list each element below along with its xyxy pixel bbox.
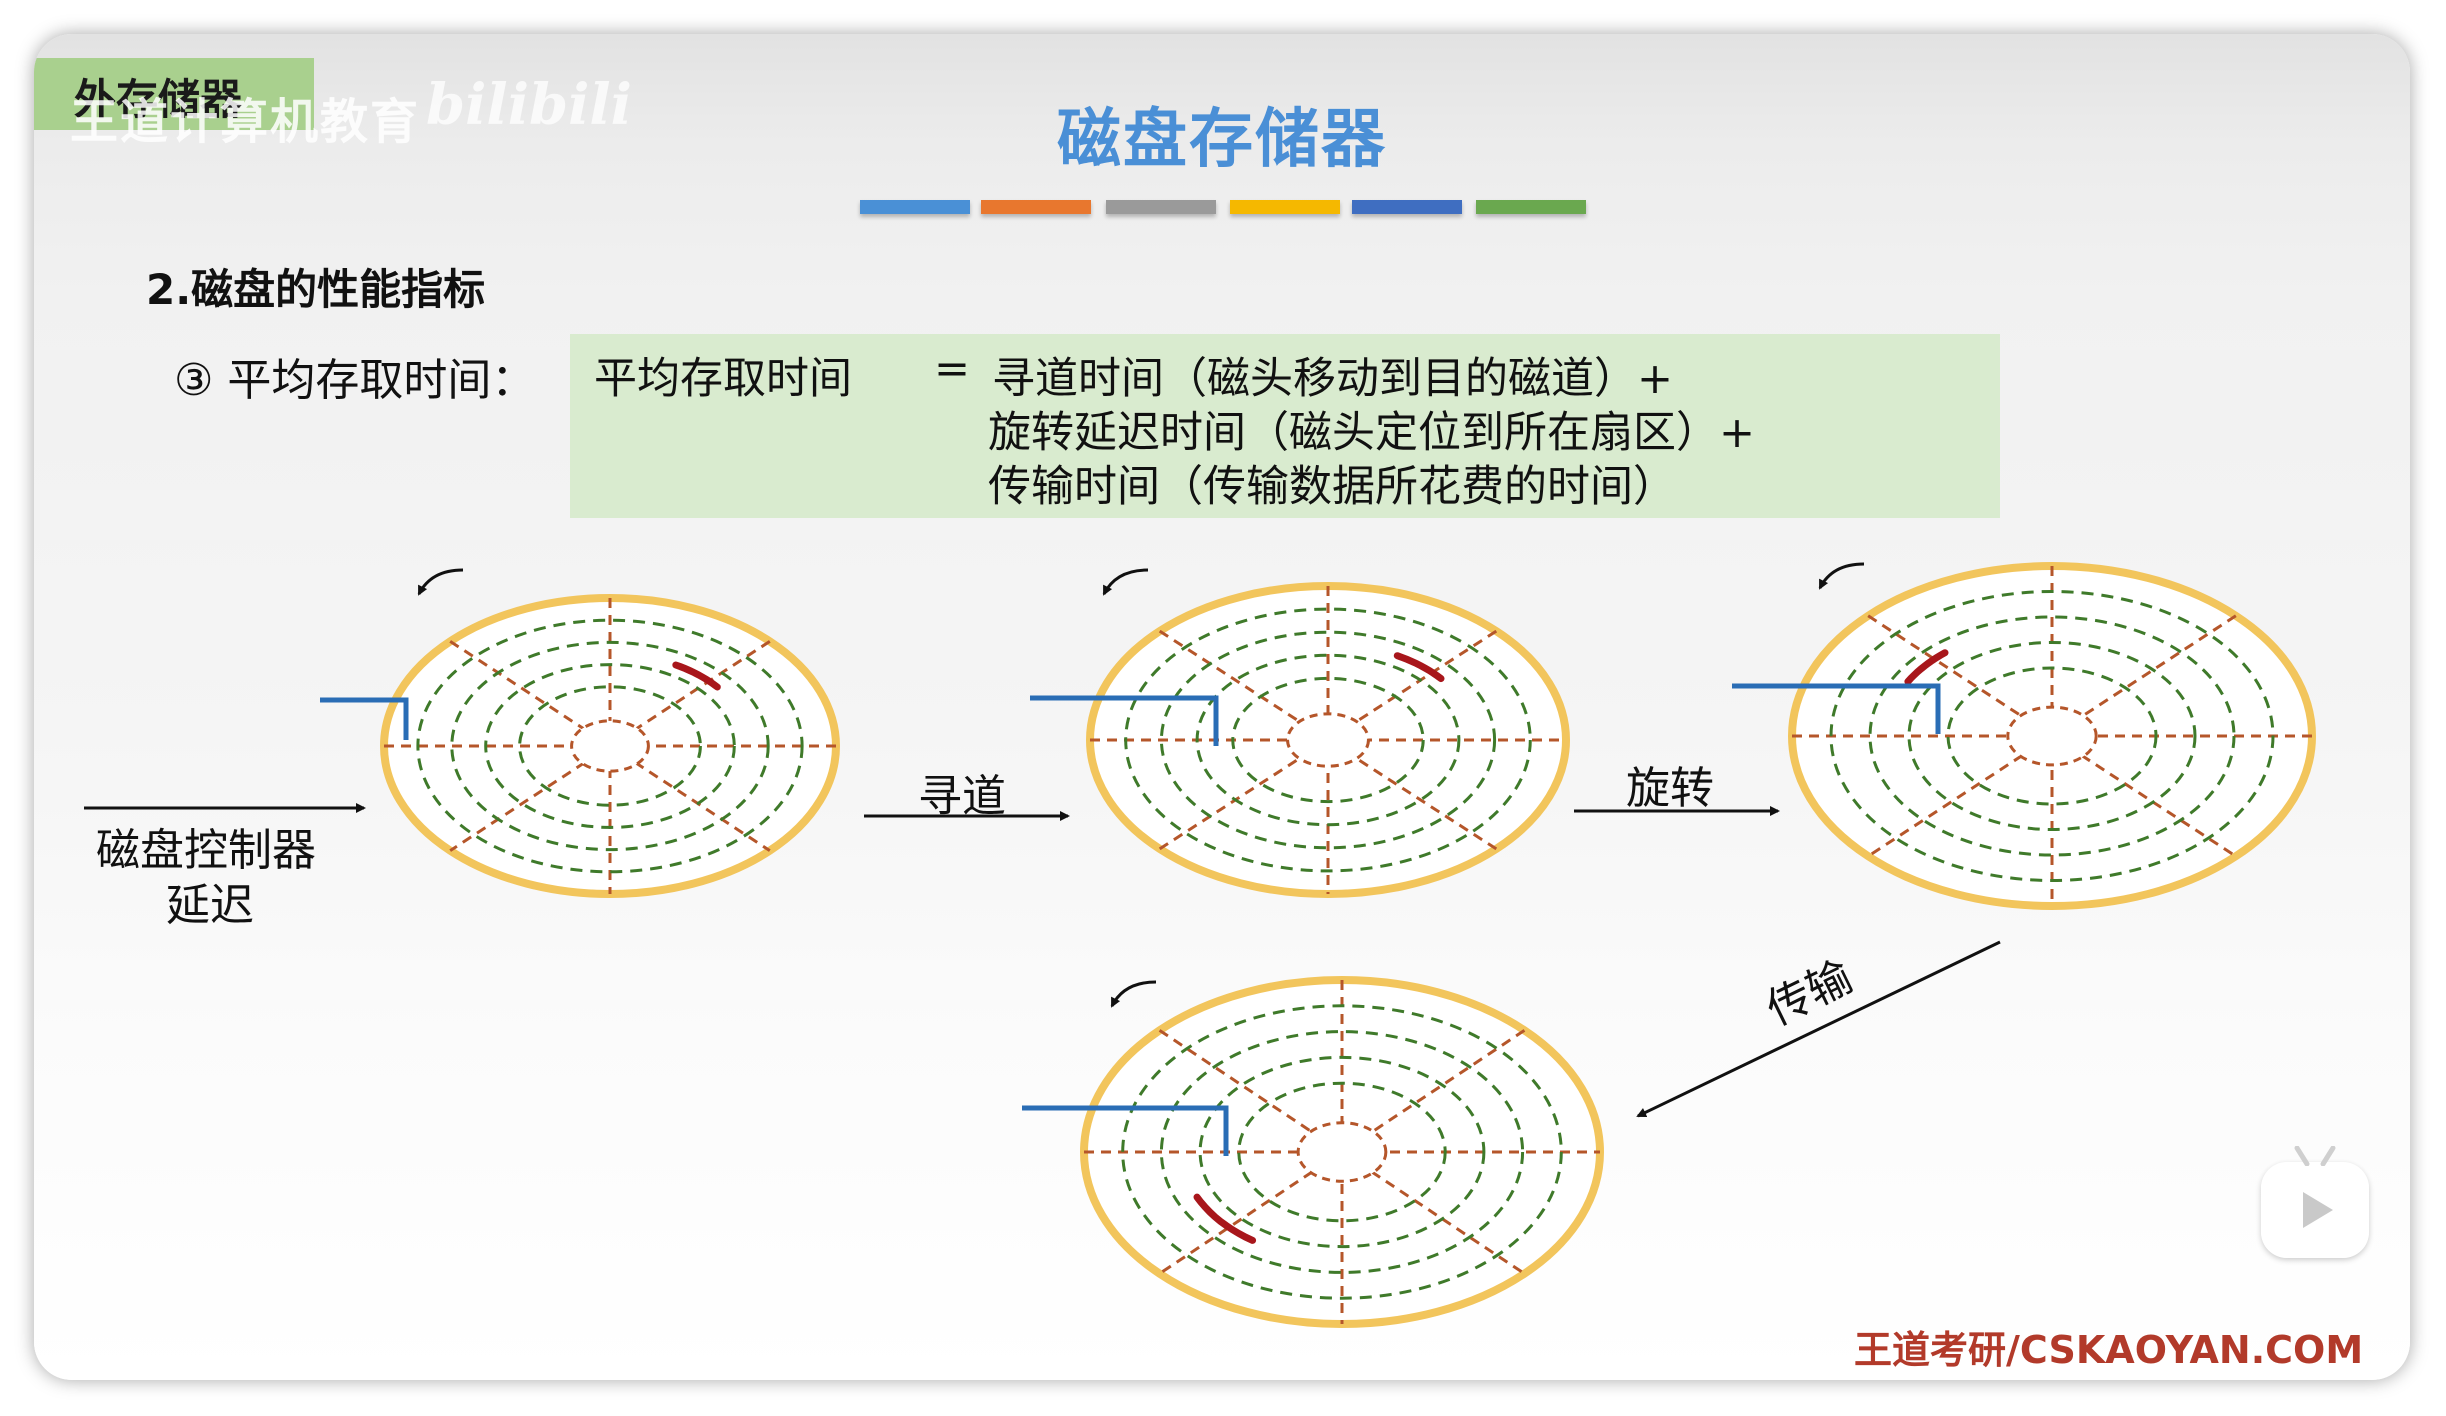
title-bar-gray <box>1106 200 1216 214</box>
data-sector-arc <box>1393 652 1445 683</box>
formula-lhs: 平均存取时间 <box>594 354 852 404</box>
sector-line <box>1867 614 2237 858</box>
page-title: 磁盘存储器 <box>1057 103 1387 177</box>
track <box>1237 1081 1447 1223</box>
spindle-hub <box>1296 1121 1388 1183</box>
formula-box: 平均存取时间 = 寻道时间（磁头移动到目的磁道）+ 旋转延迟时间（磁头定位到所在… <box>570 334 2000 518</box>
controller-delay-label-line2: 延迟 <box>166 880 254 931</box>
read-write-head <box>320 697 409 740</box>
formula-term-rotate: 旋转延迟时间（磁头定位到所在扇区）+ <box>988 408 1756 458</box>
disk-initial <box>320 568 840 898</box>
controller-delay-label-line1: 磁盘控制器 <box>96 825 316 876</box>
rotation-direction-arrow <box>1818 562 1865 590</box>
seek-label: 寻道 <box>918 771 1006 822</box>
track <box>1159 1030 1525 1274</box>
footer-brand: 王道考研/CSKAOYAN.COM <box>1854 1328 2364 1372</box>
bili-ears-icon <box>2294 1146 2336 1166</box>
play-icon <box>2303 1192 2333 1228</box>
section-heading: 2.磁盘的性能指标 <box>146 265 486 314</box>
track <box>1159 630 1497 850</box>
title-bar-darkblue <box>1352 200 1462 214</box>
rotate-label: 旋转 <box>1626 763 1714 814</box>
track <box>1868 615 2236 857</box>
track <box>1195 653 1461 827</box>
disk-transfer <box>1022 976 1604 1328</box>
rotation-direction-arrow <box>1102 568 1149 596</box>
track <box>1121 1004 1563 1300</box>
disk-after-seek <box>1030 568 1570 898</box>
track <box>484 663 736 829</box>
track <box>1124 607 1532 873</box>
track <box>518 685 702 807</box>
sector-line <box>1867 614 2237 858</box>
title-bar-blue <box>860 200 970 214</box>
sector-line <box>1158 1029 1526 1275</box>
rotation-direction-arrow <box>1110 980 1157 1008</box>
formula-term-seek: 寻道时间（磁头移动到目的磁道）+ <box>992 354 1674 404</box>
formula-term-transfer: 传输时间（传输数据所花费的时间） <box>988 462 1676 512</box>
track <box>1946 666 2158 806</box>
formula-equals: = <box>934 344 971 394</box>
track <box>1198 1055 1486 1249</box>
spindle-hub <box>1286 712 1370 768</box>
track <box>1829 590 2275 882</box>
spindle-hub <box>2006 705 2098 767</box>
sector-line <box>1158 1029 1526 1275</box>
track <box>450 640 770 852</box>
slide: 外存储器 王道计算机教育 bilibili 磁盘存储器 2.磁盘的性能指标 ③ … <box>34 34 2410 1380</box>
title-bar-yellow <box>1230 200 1340 214</box>
read-write-head <box>1030 695 1219 746</box>
track <box>416 618 804 874</box>
section-tag-label: 外存储器 <box>74 75 243 124</box>
read-write-head <box>1732 683 1941 734</box>
spindle-hub <box>570 719 650 773</box>
title-bar-orange <box>981 200 1091 214</box>
read-write-head <box>1022 1105 1229 1156</box>
transfer-arrow <box>1636 940 2001 1118</box>
section-tag: 外存储器 <box>34 58 314 130</box>
track <box>1231 676 1425 804</box>
data-sector-arc <box>1193 1193 1257 1244</box>
disk-diagram <box>84 562 2316 1328</box>
disk-after-rotate <box>1732 562 2316 910</box>
bilibili-watermark: bilibili <box>426 72 632 138</box>
title-bar-green <box>1476 200 1586 214</box>
data-sector-arc <box>672 661 721 691</box>
track <box>1907 641 2197 831</box>
watermark: 王道计算机教育 <box>70 94 421 150</box>
metric-label: ③ 平均存取时间： <box>174 355 536 406</box>
data-sector-arc <box>1904 649 1949 686</box>
play-button[interactable] <box>2261 1146 2369 1258</box>
rotation-direction-arrow <box>417 568 464 596</box>
